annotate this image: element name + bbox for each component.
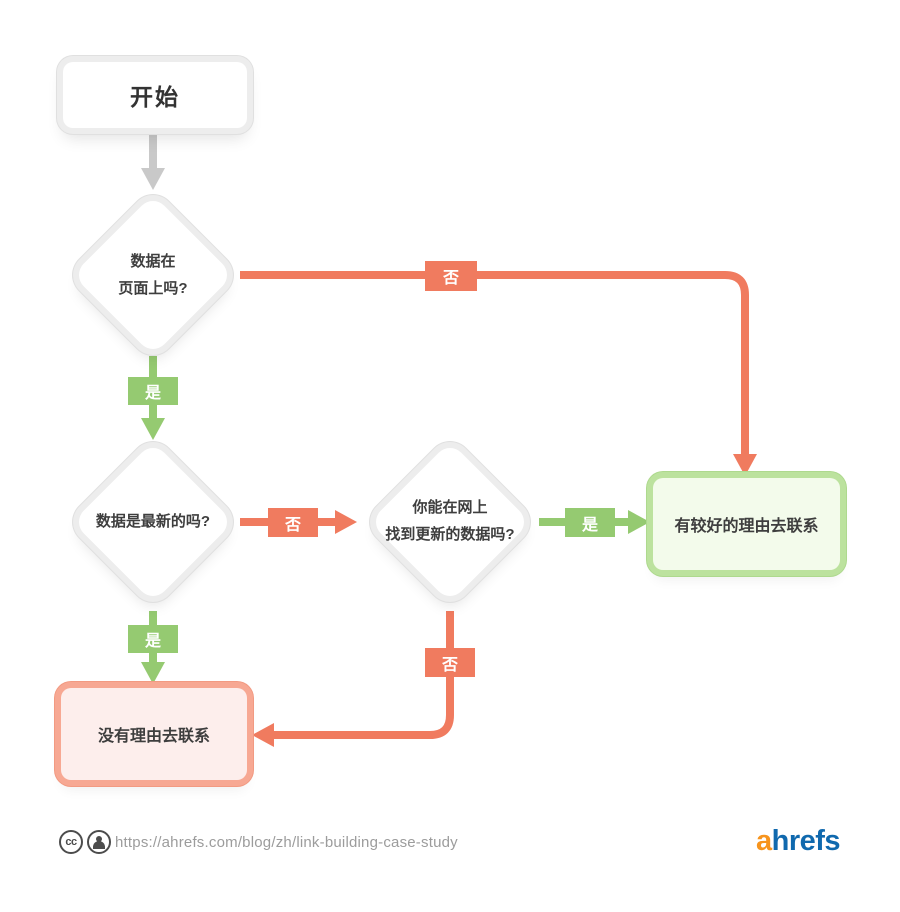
edge-badge-d2-no: 否 <box>268 508 318 537</box>
edge-badge-d1-yes-label: 是 <box>144 385 161 402</box>
edge-badge-d2-yes: 是 <box>128 625 178 653</box>
creative-commons-icon: cc <box>59 830 83 854</box>
attribution-person-icon <box>87 830 111 854</box>
ahrefs-logo-hrefs: hrefs <box>771 825 841 857</box>
edge-badge-d1-yes: 是 <box>128 377 178 405</box>
edge-badge-d3-yes-label: 是 <box>581 516 598 534</box>
positive-outcome-label: 有较好的理由去联系 <box>674 518 819 535</box>
negative-outcome-node: 没有理由去联系 <box>61 688 247 780</box>
edge-badge-d3-yes: 是 <box>565 508 615 537</box>
edge-decision1-no-to-positive <box>240 271 757 476</box>
person-head-icon <box>96 836 102 842</box>
cc-icon-text: cc <box>65 836 77 848</box>
edge-badge-d3-no-label: 否 <box>441 656 458 674</box>
source-url: https://ahrefs.com/blog/zh/link-building… <box>115 834 458 851</box>
edge-decision3-no-to-negative <box>252 611 454 747</box>
edge-start-to-decision1 <box>141 128 165 190</box>
positive-outcome-node: 有较好的理由去联系 <box>653 478 840 570</box>
ahrefs-logo: ahrefs <box>756 825 841 858</box>
edge-badge-d1-no: 否 <box>425 261 477 291</box>
start-node-label: 开始 <box>130 84 180 110</box>
person-body-icon <box>93 841 105 849</box>
edge-badge-d2-no-label: 否 <box>284 516 301 534</box>
start-node: 开始 <box>63 62 247 128</box>
edge-badge-d1-no-label: 否 <box>442 270 459 287</box>
ahrefs-logo-a: a <box>756 825 772 857</box>
edge-badge-d3-no: 否 <box>425 648 475 677</box>
negative-outcome-label: 没有理由去联系 <box>97 728 210 745</box>
edge-badge-d2-yes-label: 是 <box>144 633 161 650</box>
